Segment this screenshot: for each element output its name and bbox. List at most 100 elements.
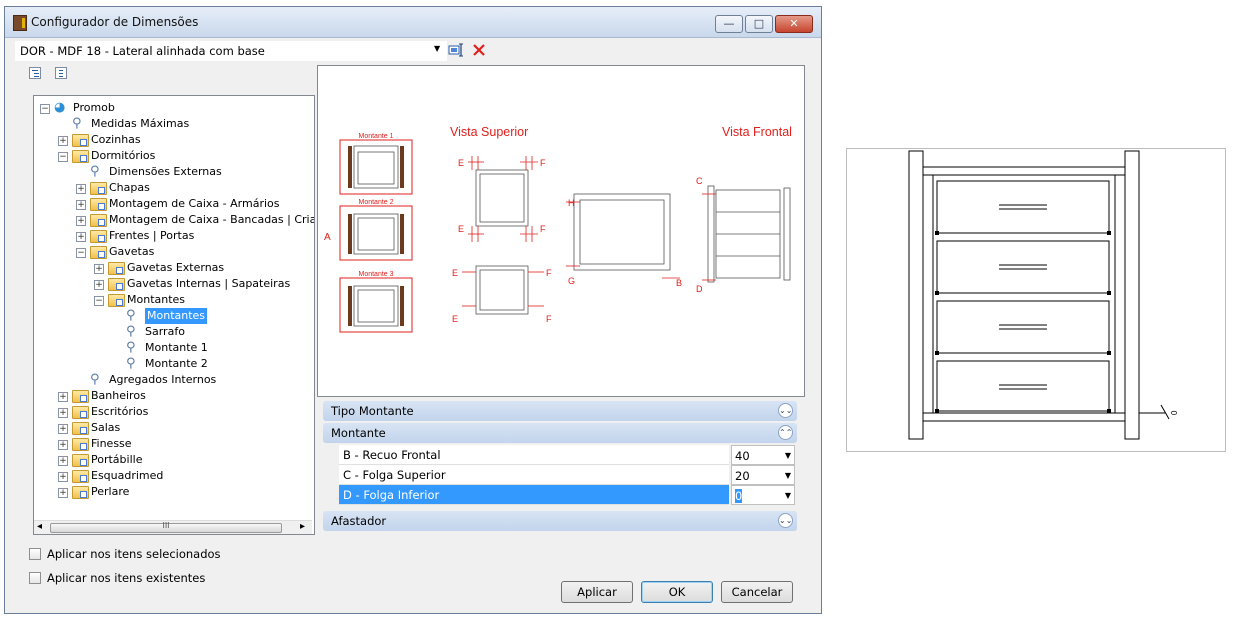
tree-item[interactable]: +Gavetas Externas [34,260,314,276]
chevron-down-icon[interactable]: ▼ [434,44,441,53]
property-row-recuo-frontal[interactable]: B - Recuo Frontal 40 ▼ [339,445,795,465]
delete-icon[interactable] [473,44,485,56]
expand-icon[interactable]: ⌄⌄ [778,403,793,418]
dim-f-label-2: F [540,224,546,234]
expand-node-icon[interactable]: + [58,136,68,146]
apply-selected-checkbox[interactable] [29,548,41,560]
expand-node-icon[interactable]: + [76,232,86,242]
category-tipo-montante[interactable]: Tipo Montante ⌄⌄ [323,401,797,421]
expand-node-icon[interactable]: + [58,440,68,450]
tree-item[interactable]: + Escritórios [34,404,314,420]
expand-node-icon[interactable]: + [58,424,68,434]
tree-item[interactable]: +Chapas [34,180,314,196]
property-value-field[interactable]: 0 ▼ [731,485,795,505]
property-row-folga-superior[interactable]: C - Folga Superior 20 ▼ [339,465,795,485]
montante-3-box [339,277,413,333]
expand-node-icon[interactable]: + [76,200,86,210]
category-afastador[interactable]: Afastador ⌄⌄ [323,511,797,531]
title-bar[interactable]: Configurador de Dimensões — □ ✕ [5,7,821,38]
tree-item[interactable]: + Portábille [34,452,314,468]
scroll-left-icon[interactable]: ◂ [37,521,43,532]
tree-item-label: Montagem de Caixa - Bancadas | Criados [109,213,315,226]
category-montante[interactable]: Montante ⌃⌃ [323,423,797,443]
chevron-down-icon[interactable]: ▼ [784,451,791,460]
chevron-down-icon[interactable]: ▼ [784,491,791,500]
scroll-right-icon[interactable]: ▸ [300,521,306,532]
collapse-tree-icon[interactable] [55,67,67,79]
dim-c-label: C [696,176,703,186]
tree-item[interactable]: −◕Promob [34,100,314,116]
scroll-thumb[interactable]: III [50,521,282,533]
folder-icon [72,406,89,419]
expand-node-icon[interactable]: + [58,472,68,482]
expand-node-icon[interactable]: + [58,456,68,466]
collapse-node-icon[interactable]: − [76,248,86,258]
combo-actions [448,43,485,57]
expand-tree-icon[interactable] [29,67,41,79]
tree-item[interactable]: ⚲Medidas Máximas [34,116,314,132]
collapse-node-icon[interactable]: − [40,104,50,114]
expand-node-icon[interactable]: + [94,264,104,274]
expand-node-icon[interactable]: + [58,408,68,418]
dim-e-label-3: E [452,268,458,278]
tree-item[interactable]: −Dormitórios [34,148,314,164]
close-button[interactable]: ✕ [775,15,813,33]
expand-node-icon[interactable]: + [58,488,68,498]
tree-item[interactable]: +Cozinhas [34,132,314,148]
property-value-field[interactable]: 40 ▼ [731,445,795,465]
tree-item[interactable]: +Perlare [34,484,314,500]
expand-node-icon[interactable]: + [76,184,86,194]
tree-item[interactable]: + Frentes | Portas [34,228,314,244]
tree-item[interactable]: +Salas [34,420,314,436]
tree-item-label: Promob [73,101,115,114]
dim-e-label-4: E [452,314,458,324]
tree-item[interactable]: ⚲Montante 2 [34,356,314,372]
dimension-label: 0 [1170,410,1179,415]
tree-item[interactable]: −Montantes [34,292,314,308]
tree-item[interactable]: +Montagem de Caixa - Armários [34,196,314,212]
dim-f-label-4: F [546,314,552,324]
cancel-button[interactable]: Cancelar [721,581,793,603]
ok-button[interactable]: OK [641,581,713,603]
tree-item-label: Frentes | Portas [109,229,195,242]
tree-item[interactable]: +Banheiros [34,388,314,404]
maximize-button[interactable]: □ [745,15,773,33]
property-value-field[interactable]: 20 ▼ [731,465,795,485]
expand-node-icon[interactable]: + [58,392,68,402]
tree-item[interactable]: ⚲Agregados Internos [34,372,314,388]
tree-item-label: Portábille [91,453,143,466]
tree-item[interactable]: +Gavetas Internas | Sapateiras [34,276,314,292]
tree-item[interactable]: −Gavetas [34,244,314,260]
folder-icon [90,182,107,195]
collapse-node-icon[interactable]: − [94,296,104,306]
apply-existing-checkbox[interactable] [29,572,41,584]
category-tree[interactable]: −◕Promob⚲Medidas Máximas+Cozinhas−Dormit… [33,95,315,535]
tree-item-label: Medidas Máximas [91,117,190,130]
tree-item[interactable]: ⚲Dimensões Externas [34,164,314,180]
minimize-button[interactable]: — [715,15,743,33]
collapse-node-icon[interactable]: − [58,152,68,162]
apply-selected-label: Aplicar nos itens selecionados [47,547,221,561]
maximize-icon: □ [753,17,765,30]
tree-item-label: Escritórios [91,405,149,418]
tree-item[interactable]: ⚲Sarrafo [34,324,314,340]
dim-g-label: G [568,276,575,286]
tree-item[interactable]: + Montagem de Caixa - Bancadas | Criados [34,212,314,228]
tree-horizontal-scrollbar[interactable]: ◂ III ▸ [34,520,312,534]
category-afastador-label: Afastador [331,514,387,528]
tree-item[interactable]: +Finesse [34,436,314,452]
apply-button[interactable]: Aplicar [561,581,633,603]
paperclip-icon: ⚲ [90,372,100,387]
tree-item[interactable]: ⚲Montantes [34,308,314,324]
expand-icon[interactable]: ⌄⌄ [778,513,793,528]
configuration-combo[interactable]: DOR - MDF 18 - Lateral alinhada com base… [15,41,447,61]
tree-item[interactable]: +Esquadrimed [34,468,314,484]
edit-name-icon[interactable] [448,43,463,57]
property-row-folga-inferior[interactable]: D - Folga Inferior 0 ▼ [339,485,795,505]
tree-item[interactable]: ⚲Montante 1 [34,340,314,356]
chevron-down-icon[interactable]: ▼ [784,471,791,480]
expand-node-icon[interactable]: + [76,216,86,226]
property-value: 20 [735,469,750,483]
collapse-icon[interactable]: ⌃⌃ [778,425,793,440]
expand-node-icon[interactable]: + [94,280,104,290]
